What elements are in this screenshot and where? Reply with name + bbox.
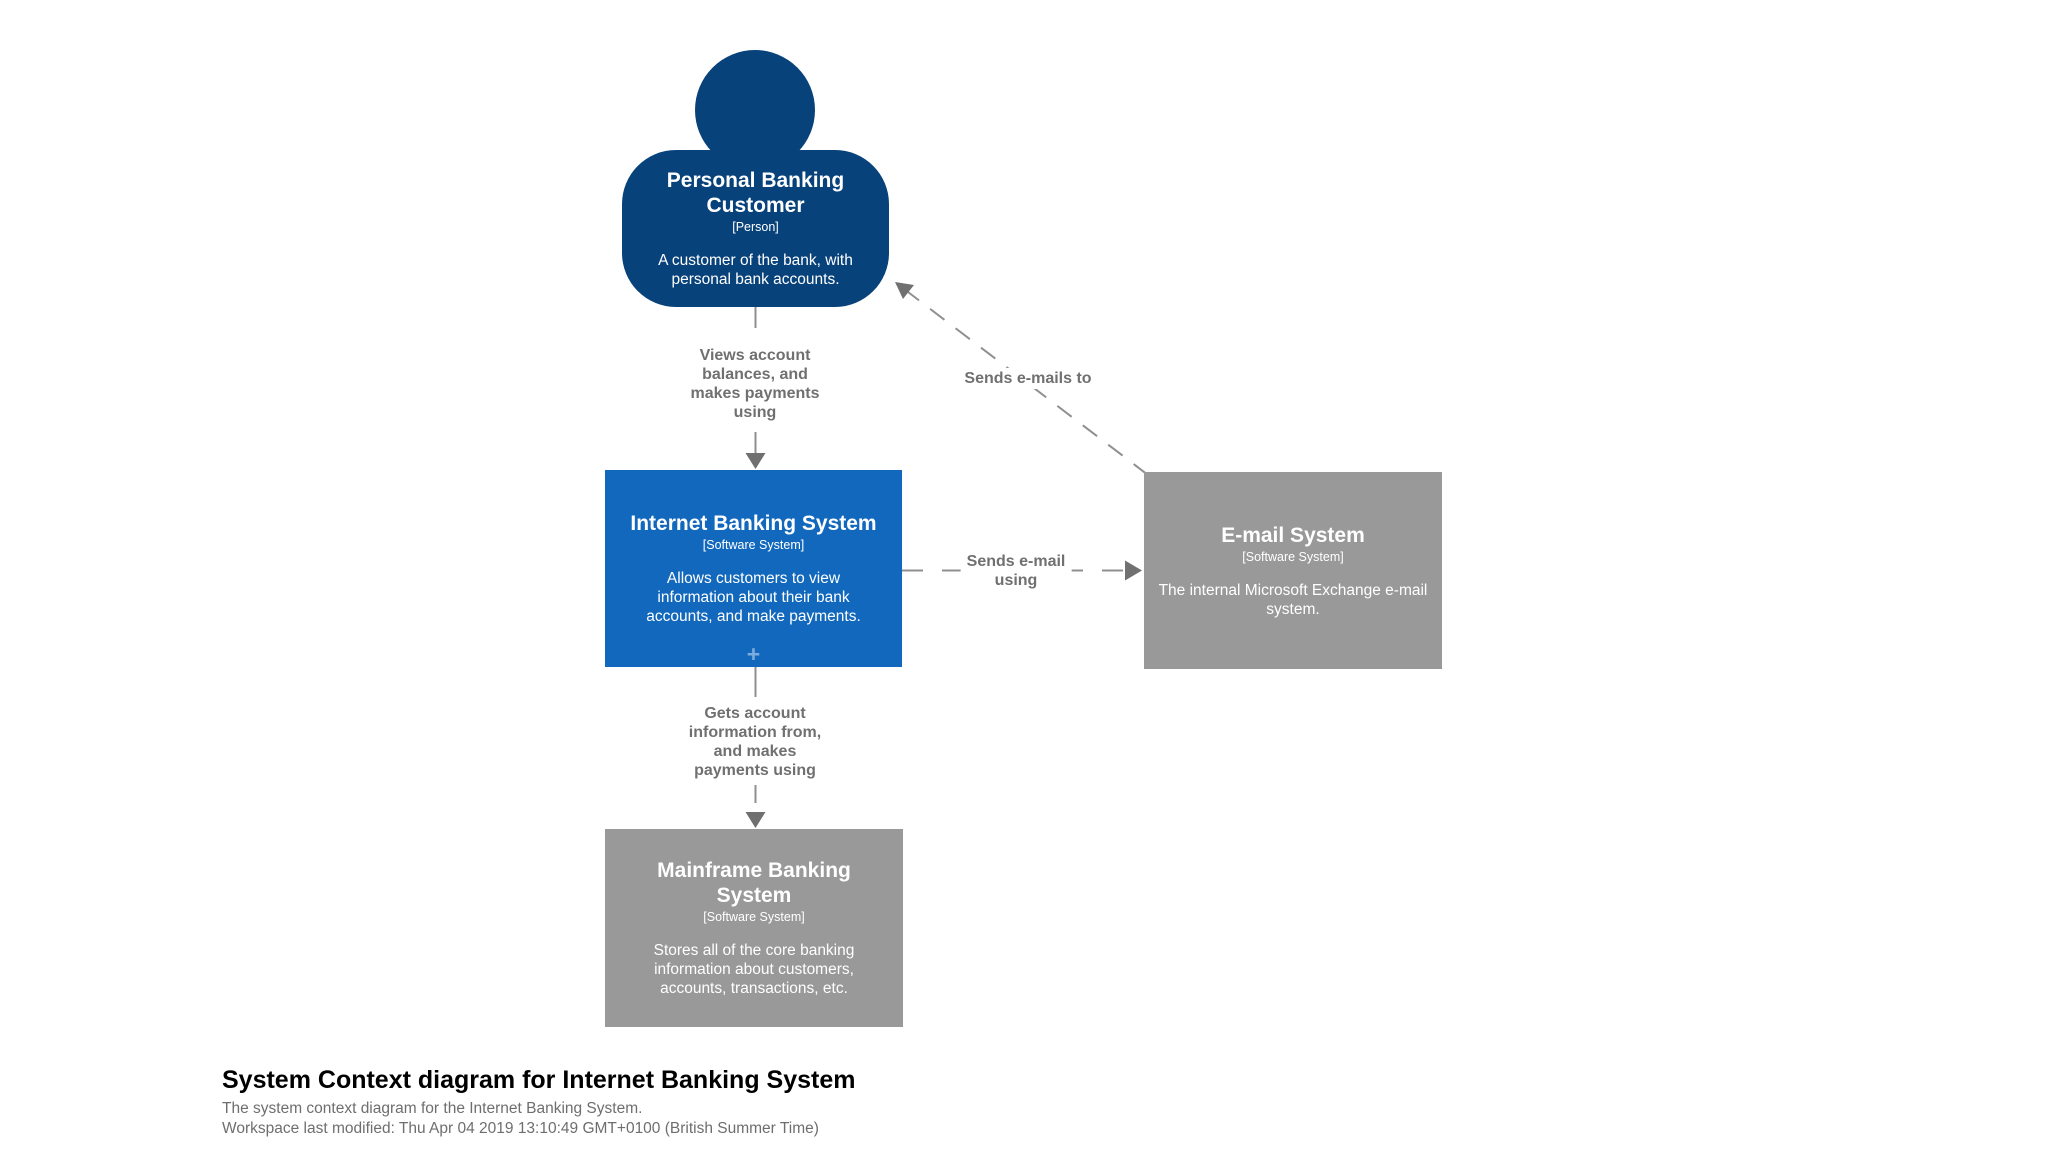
element-mainframe-banking-system[interactable]: Mainframe Banking System [Software Syste… <box>605 829 903 1027</box>
element-description: A customer of the bank, with personal ba… <box>658 252 853 288</box>
element-name: Mainframe Banking System <box>657 859 851 907</box>
element-type: [Person] <box>732 220 779 234</box>
element-email-system[interactable]: E-mail System [Software System] The inte… <box>1144 472 1442 669</box>
relationship-label-email-to-customer: Sends e-mails to <box>958 368 1098 389</box>
relationship-label-internet-banking-to-mainframe: Gets account information from, and makes… <box>682 703 828 781</box>
label-line: balances, and <box>702 366 808 383</box>
element-type: [Software System] <box>702 538 805 552</box>
diagram-description: The system context diagram for the Inter… <box>222 1100 643 1117</box>
label-line: Sends e-mails to <box>964 370 1092 387</box>
expand-plus-icon[interactable]: + <box>746 641 761 667</box>
element-type: [Software System] <box>703 910 805 924</box>
element-personal-banking-customer[interactable]: Personal Banking Customer [Person] A cus… <box>622 150 889 307</box>
label-line: and makes <box>713 743 797 760</box>
arrowhead-email-to-customer <box>895 282 914 299</box>
label-line: Views account <box>699 347 811 364</box>
element-name: Internet Banking System <box>630 512 877 535</box>
element-type: [Software System] <box>1242 549 1344 564</box>
arrowhead-customer-to-internet-banking <box>745 453 766 469</box>
label-line: using <box>733 404 777 421</box>
element-name: Personal Banking Customer <box>666 169 845 217</box>
label-line: using <box>994 572 1038 589</box>
element-name: E-mail System <box>1221 523 1365 547</box>
arrowhead-internet-banking-to-mainframe <box>745 812 766 828</box>
element-description: The internal Microsoft Exchange e-mail s… <box>1158 581 1428 618</box>
arrowhead-internet-banking-to-email <box>1125 560 1142 581</box>
label-line: Gets account <box>704 705 806 722</box>
diagram-last-modified: Workspace last modified: Thu Apr 04 2019… <box>222 1120 819 1137</box>
element-internet-banking-system[interactable]: Internet Banking System [Software System… <box>605 470 902 667</box>
relationship-label-customer-to-internet-banking: Views account balances, and makes paymen… <box>684 345 826 423</box>
label-line: makes payments <box>690 385 820 402</box>
relationship-label-internet-banking-to-email: Sends e-mail using <box>960 551 1072 591</box>
element-description: Allows customers to view information abo… <box>646 570 861 625</box>
label-line: information from, <box>688 724 822 741</box>
element-description: Stores all of the core banking informati… <box>653 942 855 997</box>
diagram-title: System Context diagram for Internet Bank… <box>222 1066 856 1094</box>
label-line: payments using <box>694 762 816 779</box>
label-line: Sends e-mail <box>966 553 1066 570</box>
